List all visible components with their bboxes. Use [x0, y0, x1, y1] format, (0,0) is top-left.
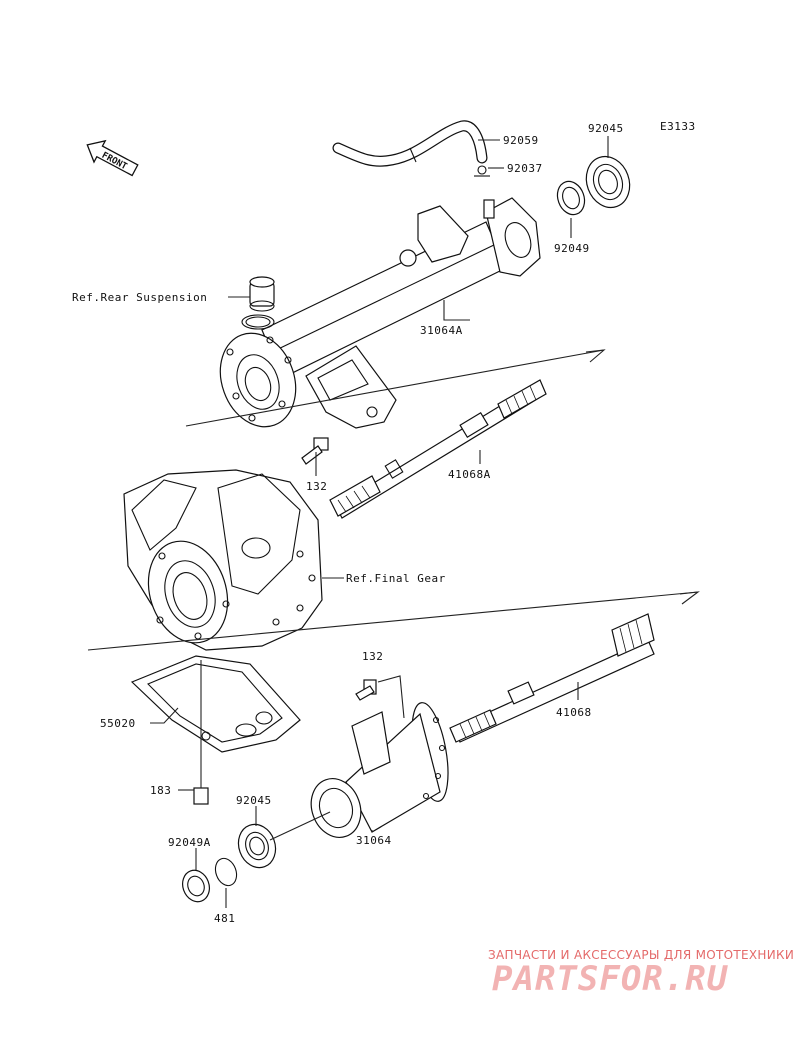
- bearing-top: [585, 155, 631, 209]
- label-92045-bottom: 92045: [236, 794, 272, 807]
- label-41068: 41068: [556, 706, 592, 719]
- label-481: 481: [214, 912, 235, 925]
- label-55020: 55020: [100, 717, 136, 730]
- front-arrow-icon: FRONT: [86, 139, 139, 177]
- oil-seal-top: [556, 180, 586, 216]
- axis-line-middle: [87, 591, 699, 651]
- label-92045-top: 92045: [588, 122, 624, 135]
- label-31064: 31064: [356, 834, 392, 847]
- label-92037: 92037: [507, 162, 543, 175]
- watermark-tagline: ЗАПЧАСТИ И АКСЕССУАРЫ ДЛЯ МОТОТЕХНИКИ: [488, 948, 795, 962]
- label-ref-final-gear: Ref.Final Gear: [346, 572, 446, 585]
- shaft-lower: [449, 613, 655, 743]
- label-132-bottom: 132: [362, 650, 383, 663]
- skid-plate: [130, 655, 301, 753]
- label-132-top: 132: [306, 480, 327, 493]
- label-41068A: 41068A: [448, 468, 491, 481]
- label-183: 183: [150, 784, 171, 797]
- bolt-upper: [301, 437, 329, 465]
- shaft-upper: [329, 379, 547, 519]
- axle-housing-lower: [310, 702, 449, 838]
- leader-lines: [150, 136, 609, 908]
- oil-seal-lower: [182, 869, 210, 903]
- bolt-skid-plate: [193, 660, 209, 805]
- label-ref-rear-suspension: Ref.Rear Suspension: [72, 291, 207, 304]
- diagram-code: E3133: [660, 120, 696, 133]
- watermark-logo: PARTSFOR.RU: [492, 959, 729, 999]
- axis-line-upper: [185, 349, 605, 427]
- label-31064A: 31064A: [420, 324, 463, 337]
- axle-housing-upper: [219, 197, 541, 429]
- snap-ring: [214, 857, 238, 887]
- hose-clip: [474, 165, 490, 177]
- suspension-bushing: [249, 276, 275, 312]
- bolt-lower: [355, 675, 405, 719]
- label-92049A: 92049A: [168, 836, 211, 849]
- final-gear-case: [123, 469, 323, 651]
- bearing-lower: [237, 823, 277, 869]
- label-92049: 92049: [554, 242, 590, 255]
- breather-hose: [332, 120, 488, 167]
- label-92059: 92059: [503, 134, 539, 147]
